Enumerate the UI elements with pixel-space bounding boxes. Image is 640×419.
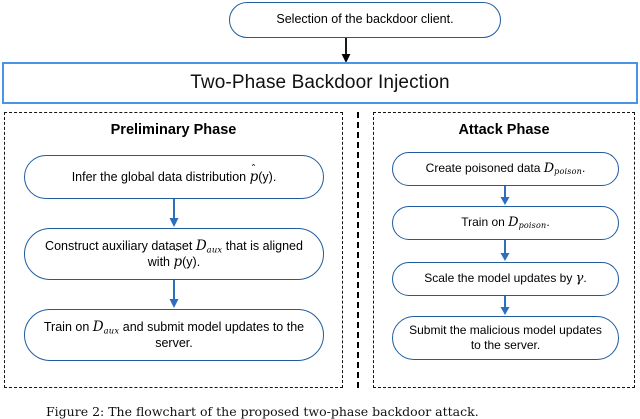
math-symbol: Dpoison xyxy=(543,160,582,177)
step-label: Train on Daux and submit model updates t… xyxy=(43,319,305,350)
step-label: Scale the model updates by γ. xyxy=(424,271,587,287)
math-symbol: γ xyxy=(575,271,584,287)
arrow-down-icon-attack-1 xyxy=(500,186,510,205)
step-label: Submit the malicious model updates to th… xyxy=(409,323,602,352)
step-box-attack-4: Submit the malicious model updates to th… xyxy=(392,316,619,360)
panel-title-attack: Attack Phase xyxy=(458,122,550,138)
arrow-down-icon-preliminary-1 xyxy=(169,199,179,227)
top-node-selection: Selection of the backdoor client. xyxy=(229,2,501,38)
step-box-preliminary-2: Construct auxiliary dataset Daux that is… xyxy=(24,228,324,280)
math-symbol: Dpoison xyxy=(508,214,547,231)
step-box-preliminary-3: Train on Daux and submit model updates t… xyxy=(24,309,324,361)
step-label: Create poisoned data Dpoison. xyxy=(425,160,586,177)
banner-title: Two-Phase Backdoor Injection xyxy=(190,72,450,93)
step-label: Construct auxiliary dataset Daux that is… xyxy=(45,237,303,271)
figure-caption: Figure 2: The flowchart of the proposed … xyxy=(46,404,479,419)
arrow-down-icon-attack-3 xyxy=(500,296,510,315)
top-node-label: Selection of the backdoor client. xyxy=(276,12,454,27)
math-symbol: Daux xyxy=(92,319,120,336)
arrow-down-icon-attack-2 xyxy=(500,240,510,261)
step-box-attack-3: Scale the model updates by γ. xyxy=(392,262,619,296)
step-label: Train on Dpoison. xyxy=(461,214,550,231)
arrow-down-icon-top xyxy=(341,38,351,63)
math-symbol: Daux xyxy=(195,237,223,254)
banner-two-phase-backdoor-injection: Two-Phase Backdoor Injection xyxy=(2,62,638,104)
step-box-attack-2: Train on Dpoison. xyxy=(392,206,619,240)
panel-divider xyxy=(357,112,359,388)
arrow-down-icon-preliminary-2 xyxy=(169,280,179,308)
panel-title-preliminary: Preliminary Phase xyxy=(110,122,237,138)
step-box-attack-1: Create poisoned data Dpoison. xyxy=(392,152,619,186)
